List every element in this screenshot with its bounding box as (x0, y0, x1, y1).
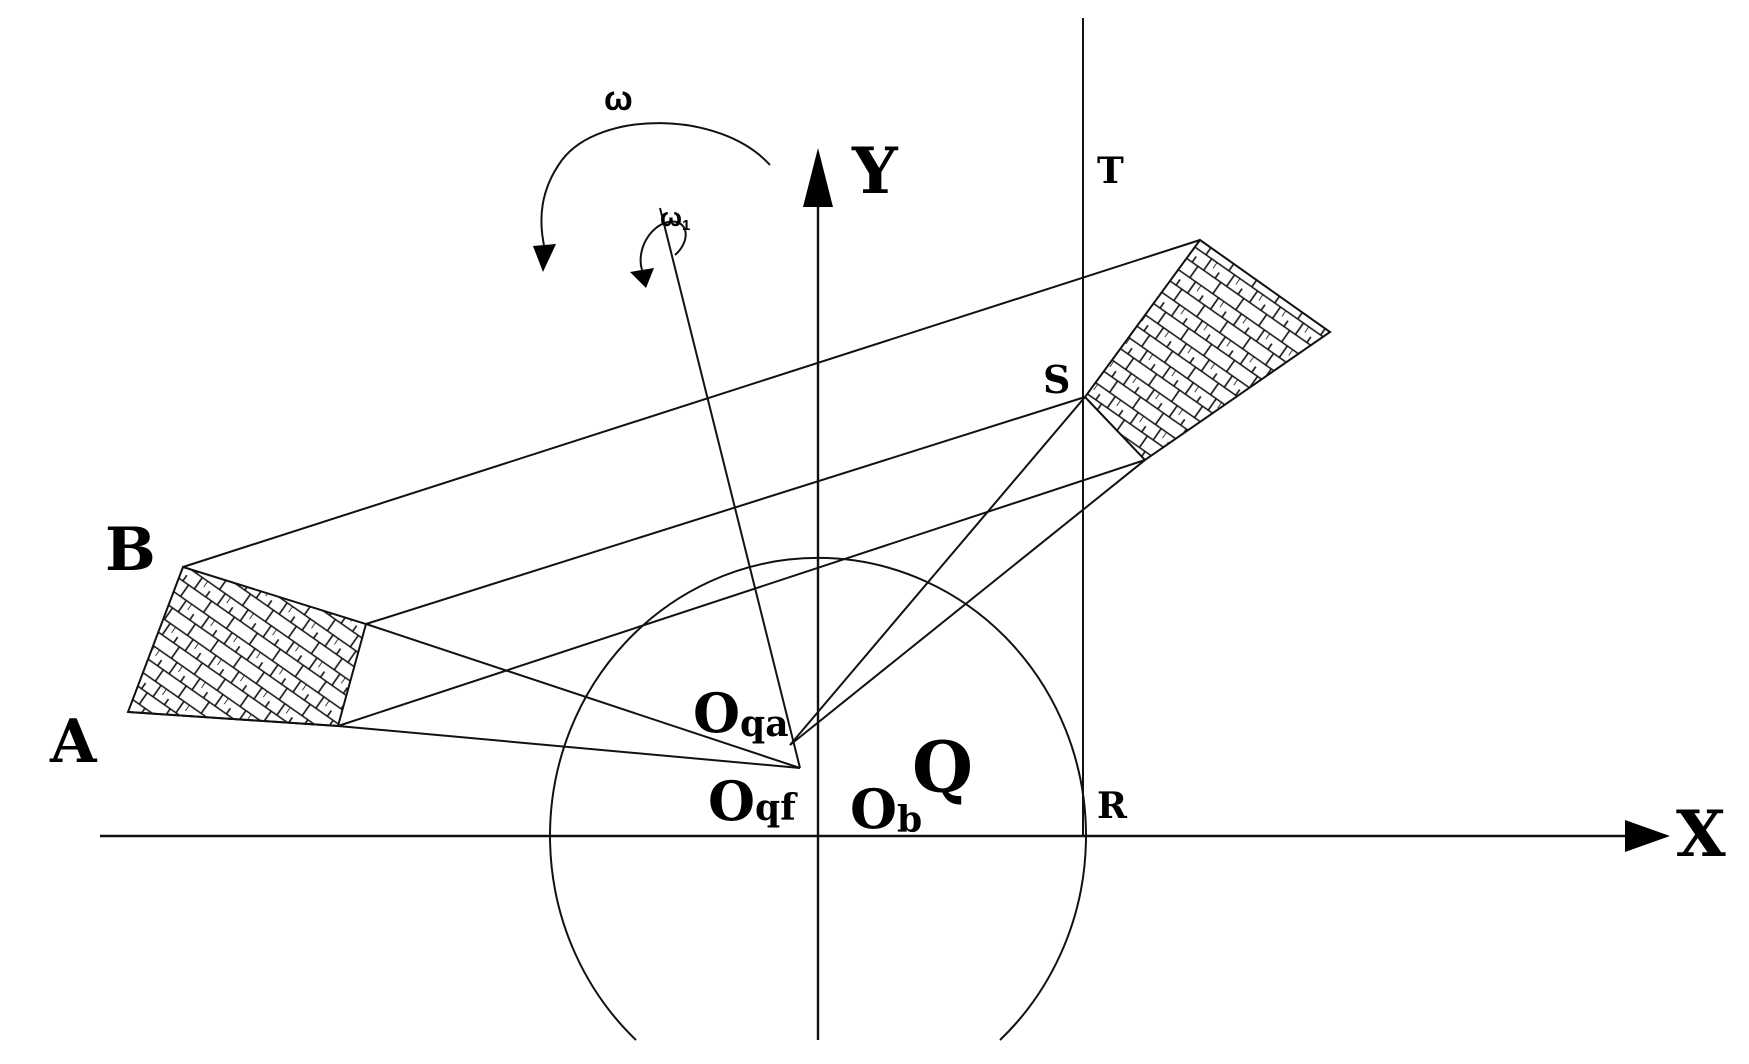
omega-arrowhead (533, 244, 556, 272)
label-oqf: Oqf (708, 769, 798, 833)
rotation-arm (659, 207, 801, 769)
label-T: T (1097, 150, 1124, 192)
y-axis-arrowhead (803, 148, 833, 207)
y-axis-label: Y (851, 134, 899, 209)
right-hatched-block (1083, 238, 1332, 462)
label-oqa: Oqa (693, 681, 789, 745)
omega1-arrowhead (630, 268, 654, 288)
label-omega1: ω1 (660, 202, 690, 234)
line-oqa-to-S (789, 396, 1086, 746)
line-to-oqf (337, 725, 801, 769)
x-axis-arrowhead (1625, 820, 1670, 852)
line-lower-inner (337, 459, 1146, 727)
left-hatched-block (126, 565, 368, 728)
line-B-top (182, 239, 1201, 568)
label-Q: Q (912, 726, 973, 809)
label-S: S (1043, 357, 1070, 402)
label-ob: Ob (850, 777, 922, 841)
line-oqa-to-right (789, 459, 1146, 746)
omega-arc (540, 122, 771, 251)
base-circle-arc (549, 556, 1087, 1041)
label-R: R (1097, 785, 1128, 827)
x-axis-label: X (1676, 797, 1726, 872)
line-A-bottom (127, 711, 339, 727)
label-A: A (49, 707, 98, 777)
line-upper-inner (365, 396, 1086, 625)
omega1-arc (639, 220, 687, 271)
label-B: B (105, 515, 156, 585)
label-omega: ω (604, 80, 633, 118)
line-to-oqf-upper (365, 623, 801, 769)
